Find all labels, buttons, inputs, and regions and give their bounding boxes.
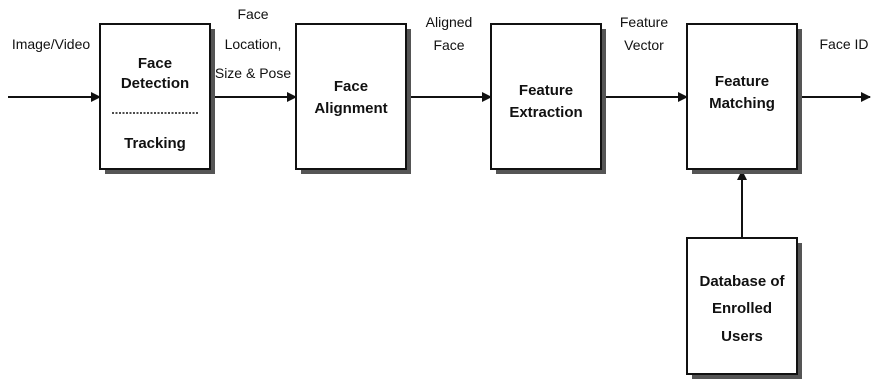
edge-label-output: Face ID bbox=[819, 36, 868, 52]
edge-label-location-line1: Face bbox=[237, 6, 268, 22]
node-face-detection-line1: Face bbox=[138, 55, 172, 72]
node-feature-matching: Feature Matching bbox=[686, 23, 802, 174]
edge-label-location-line3: Size & Pose bbox=[215, 65, 291, 81]
node-feature-matching-line1: Feature bbox=[715, 73, 769, 90]
edge-label-vector-line2: Vector bbox=[624, 37, 664, 53]
node-face-alignment: Face Alignment bbox=[295, 23, 411, 174]
node-database-line1: Database of bbox=[699, 273, 785, 290]
node-face-detection: Face Detection Tracking bbox=[99, 23, 215, 174]
edge-label-input: Image/Video bbox=[12, 36, 91, 52]
node-face-detection-line2: Detection bbox=[121, 75, 189, 92]
node-database-line3: Users bbox=[721, 328, 763, 345]
node-feature-extraction-line1: Feature bbox=[519, 82, 573, 99]
node-feature-extraction-line2: Extraction bbox=[509, 104, 582, 121]
node-face-alignment-line2: Alignment bbox=[314, 100, 387, 117]
edge-label-vector-line1: Feature bbox=[620, 14, 668, 30]
edge-label-aligned-line1: Aligned bbox=[426, 14, 473, 30]
node-database-line2: Enrolled bbox=[712, 300, 772, 317]
node-face-detection-line3: Tracking bbox=[124, 135, 186, 152]
edge-label-aligned-line2: Face bbox=[433, 37, 464, 53]
node-feature-matching-line2: Matching bbox=[709, 95, 775, 112]
node-database: Database of Enrolled Users bbox=[686, 237, 802, 379]
node-face-alignment-line1: Face bbox=[334, 78, 368, 95]
edge-label-location-line2: Location, bbox=[225, 36, 282, 52]
node-feature-extraction: Feature Extraction bbox=[490, 23, 606, 174]
